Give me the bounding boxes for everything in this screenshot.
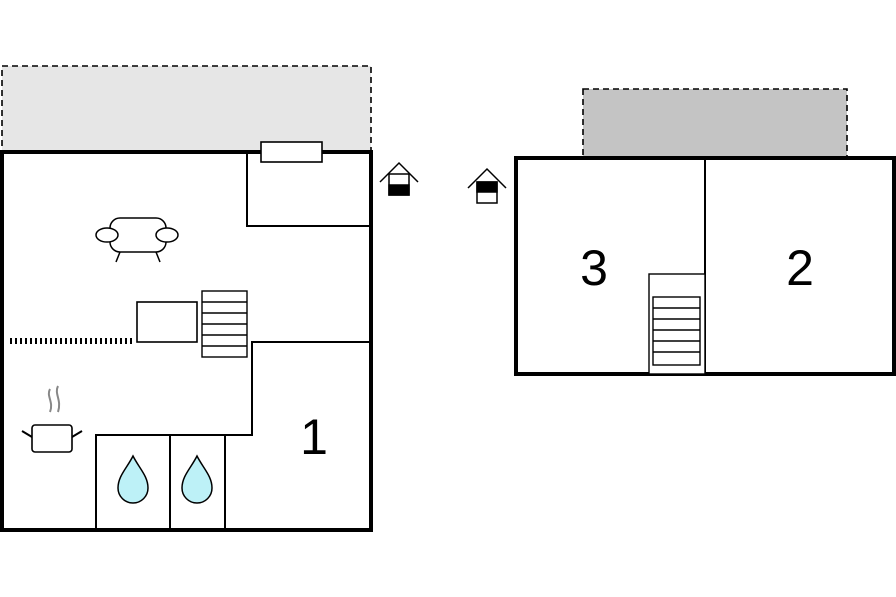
window — [260, 141, 323, 163]
water-drop-icon — [181, 454, 213, 504]
ground-floor: 1 — [0, 65, 419, 532]
stairs-icon — [648, 273, 706, 375]
stairs-icon — [201, 290, 248, 358]
upper-floor: 3 2 — [467, 88, 896, 376]
room-1-wall — [95, 341, 371, 530]
terrace — [1, 65, 372, 153]
cooking-pot-icon — [21, 385, 83, 453]
balcony — [582, 88, 848, 159]
floor-level-icon — [467, 167, 507, 204]
entry-room-wall — [246, 152, 371, 227]
floor-level-icon — [379, 161, 419, 196]
sofa-icon — [95, 217, 179, 263]
table — [136, 301, 198, 343]
room-number: 3 — [580, 240, 608, 296]
room-number: 2 — [786, 240, 814, 296]
room-number: 1 — [300, 409, 328, 465]
water-drop-icon — [117, 454, 149, 504]
